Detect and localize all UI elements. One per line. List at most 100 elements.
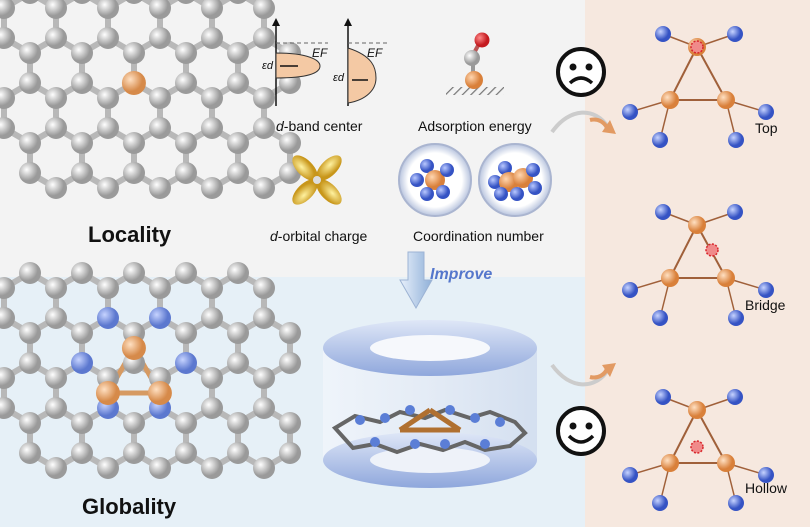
lattice-atom xyxy=(71,72,93,94)
lattice-atom xyxy=(97,27,119,49)
lattice-atom xyxy=(19,132,41,154)
lattice-atom xyxy=(19,162,41,184)
metal-atom xyxy=(661,91,679,109)
adsorbate-atom xyxy=(690,440,704,454)
lattice-atom xyxy=(123,412,145,434)
nitrogen-atom xyxy=(652,310,668,326)
lattice-atom xyxy=(45,457,67,479)
adsorbate-atom xyxy=(705,243,719,257)
lattice-atom xyxy=(71,162,93,184)
nitrogen-atom xyxy=(622,104,638,120)
lattice-atom xyxy=(0,277,15,299)
lattice-atom xyxy=(201,307,223,329)
curved-arrow-top xyxy=(550,110,616,134)
lattice-atom xyxy=(97,277,119,299)
lattice-atom xyxy=(97,457,119,479)
metal-atom xyxy=(688,216,706,234)
nitrogen-atom xyxy=(758,282,774,298)
metal-atom xyxy=(95,381,120,405)
metal-atom xyxy=(661,269,679,287)
lattice-atom xyxy=(253,397,275,419)
d-band-diagram xyxy=(272,18,388,106)
lattice-atom xyxy=(279,352,301,374)
lattice-atom xyxy=(149,177,171,199)
lattice-atom xyxy=(45,117,67,139)
lattice-atom xyxy=(71,322,93,344)
lattice-atom xyxy=(149,117,171,139)
lattice-atom xyxy=(253,27,275,49)
lattice-atom xyxy=(19,352,41,374)
lattice-atom xyxy=(21,0,39,4)
metal-atom xyxy=(717,454,735,472)
single-atom-lattice xyxy=(0,0,301,199)
nitrogen-atom xyxy=(728,495,744,511)
sad-face-icon xyxy=(556,47,606,97)
lattice-atom xyxy=(175,412,197,434)
site-top-label: Top xyxy=(755,120,778,136)
lattice-atom xyxy=(97,177,119,199)
globality-label: Globality xyxy=(82,494,177,519)
lattice-atom xyxy=(125,0,143,4)
lattice-atom xyxy=(71,352,93,374)
d-orbital-icon xyxy=(292,155,342,205)
lattice-atom xyxy=(175,42,197,64)
improve-arrow-icon xyxy=(399,251,433,310)
lattice-atom xyxy=(45,307,67,329)
lattice-atom xyxy=(45,177,67,199)
lattice-atom xyxy=(201,177,223,199)
nitrogen-atom xyxy=(655,204,671,220)
lattice-atom xyxy=(0,117,15,139)
lattice-atom xyxy=(253,87,275,109)
lattice-atom xyxy=(279,412,301,434)
adsorption-molecule-icon xyxy=(446,32,504,95)
ed-label-2: εd xyxy=(333,72,344,84)
lattice-atom xyxy=(71,262,93,284)
lattice-atom xyxy=(0,307,15,329)
lattice-atom xyxy=(149,0,171,19)
lattice-atom xyxy=(175,352,197,374)
lattice-atom xyxy=(0,87,15,109)
adsorbate-atom xyxy=(690,40,704,54)
ef-label-1: EF xyxy=(312,46,328,60)
curved-arrow-bottom xyxy=(550,363,616,387)
lattice-atom xyxy=(279,132,301,154)
lattice-atom xyxy=(123,262,145,284)
nitrogen-atom xyxy=(728,132,744,148)
lattice-atom xyxy=(19,72,41,94)
lattice-atom xyxy=(227,132,249,154)
lattice-atom xyxy=(97,87,119,109)
site-hollow-diagram xyxy=(622,389,774,511)
confinement-ring xyxy=(323,320,537,488)
nitrogen-atom xyxy=(727,389,743,405)
lattice-atom xyxy=(123,442,145,464)
locality-label: Locality xyxy=(88,222,172,247)
lattice-atom xyxy=(45,87,67,109)
lattice-atom xyxy=(227,162,249,184)
lattice-atom xyxy=(123,42,145,64)
coordination-icon xyxy=(398,143,552,217)
nitrogen-atom xyxy=(652,132,668,148)
lattice-atom xyxy=(227,322,249,344)
nitrogen-atom xyxy=(758,467,774,483)
lattice-atom xyxy=(175,162,197,184)
lattice-atom xyxy=(201,87,223,109)
lattice-atom xyxy=(175,72,197,94)
lattice-atom xyxy=(253,117,275,139)
adsorption-energy-label: Adsorption energy xyxy=(418,118,532,134)
happy-face-icon xyxy=(556,406,606,456)
lattice-atom xyxy=(97,117,119,139)
coordination-number-label: Coordination number xyxy=(413,228,544,244)
site-bridge-diagram xyxy=(622,204,774,326)
lattice-atom xyxy=(175,132,197,154)
ed-label-1: εd xyxy=(262,60,273,72)
site-bridge-label: Bridge xyxy=(745,297,786,313)
lattice-atom xyxy=(279,442,301,464)
metal-atom xyxy=(147,381,172,405)
metal-atom xyxy=(661,454,679,472)
nitrogen-atom xyxy=(758,104,774,120)
lattice-atom xyxy=(0,367,15,389)
lattice-atom xyxy=(123,132,145,154)
lattice-atom xyxy=(227,42,249,64)
metal-atom xyxy=(121,336,146,360)
nitrogen-atom xyxy=(727,26,743,42)
